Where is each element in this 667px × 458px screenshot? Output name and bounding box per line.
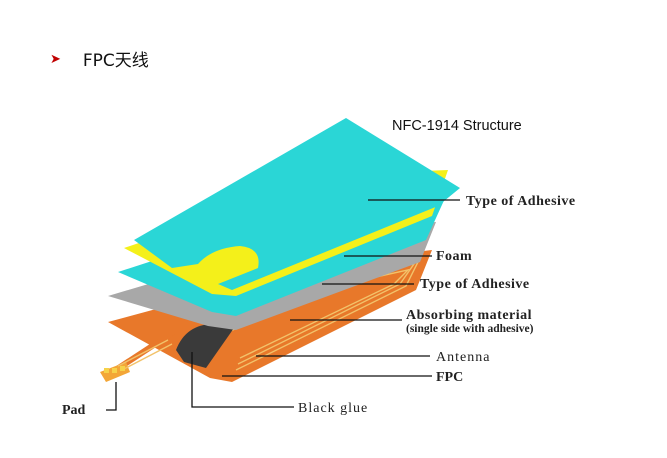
label-foam: Foam [436,249,472,264]
label-adhesive-top: Type of Adhesive [466,194,576,209]
black-glue [176,324,234,368]
adhesive-layer-top [134,118,460,290]
label-absorbing-note: (single side with adhesive) [406,323,534,335]
diagram-title: NFC-1914 Structure [392,118,522,134]
label-antenna: Antenna [436,350,490,365]
arrow-bullet-icon: ➤ [50,51,61,66]
label-pad: Pad [62,403,86,418]
label-black-glue: Black glue [298,401,368,416]
label-fpc: FPC [436,370,463,385]
leader-lines [106,199,460,411]
section-title: FPC天线 [82,51,149,71]
label-absorbing-material: Absorbing material [406,308,532,323]
pad-contacts [104,366,125,373]
label-adhesive-middle: Type of Adhesive [420,277,530,292]
section-heading: ➤ FPC天线 [50,46,149,71]
